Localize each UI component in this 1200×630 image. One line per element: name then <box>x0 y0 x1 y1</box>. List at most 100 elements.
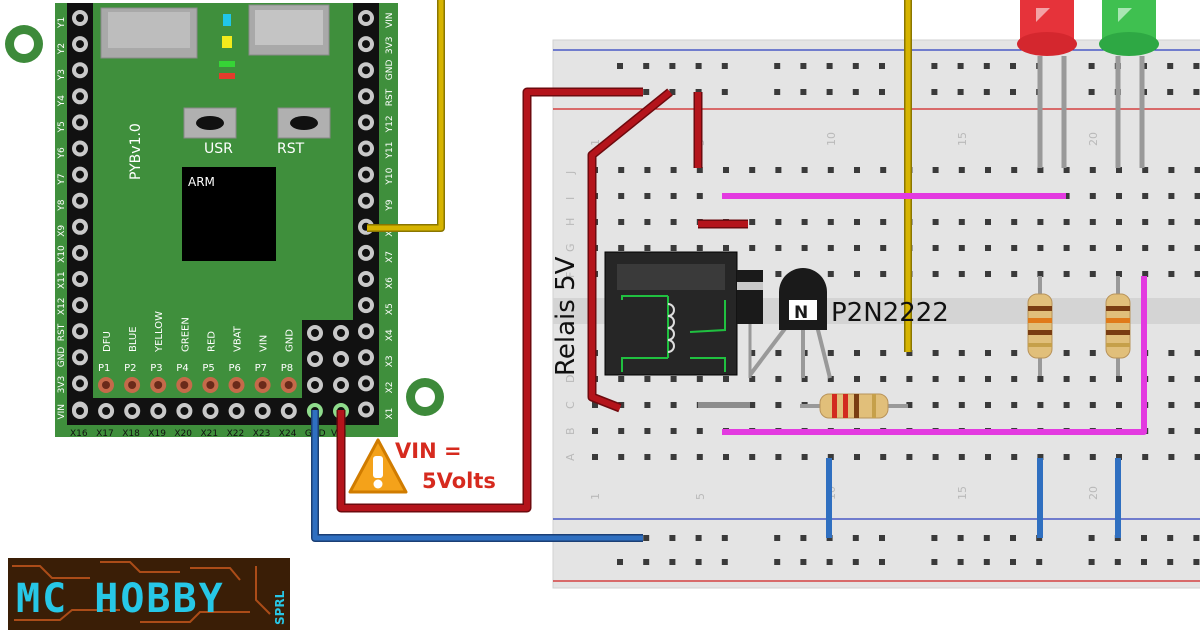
rail-hole <box>826 89 833 95</box>
rail-hole <box>931 63 938 69</box>
board-pin-hole <box>76 222 84 231</box>
rail-hole <box>1010 89 1016 95</box>
terminal-hole <box>618 167 625 173</box>
pin-label-right: X3 <box>385 355 395 367</box>
terminal-hole <box>749 219 756 225</box>
terminal-hole <box>775 350 782 356</box>
terminal-hole <box>696 245 703 251</box>
board-pin-hole <box>311 381 319 389</box>
board-pin-hole <box>206 407 215 415</box>
terminal-hole <box>1194 245 1200 251</box>
rail-hole <box>826 559 833 565</box>
rst-button <box>277 107 331 139</box>
terminal-hole <box>958 454 965 460</box>
terminal-hole <box>644 428 651 434</box>
rail-hole <box>721 535 728 541</box>
terminal-hole <box>1037 219 1044 225</box>
terminal-hole <box>1089 271 1096 277</box>
pin-label-left: 3V3 <box>57 376 67 394</box>
pin-label-left: X10 <box>57 245 67 263</box>
terminal-hole <box>670 376 677 382</box>
column-number-bottom: 20 <box>1087 486 1100 500</box>
terminal-hole <box>1194 454 1200 460</box>
p-header-pad-hole <box>206 381 215 389</box>
board-pin-hole <box>76 379 84 388</box>
rail-hole <box>931 89 938 95</box>
pin-label-left: Y4 <box>57 95 67 107</box>
terminal-hole <box>749 376 756 382</box>
pin-label-bottom: X23 <box>253 429 271 439</box>
rail-hole <box>879 63 885 69</box>
rail-hole <box>669 89 676 95</box>
board-pin-hole <box>76 196 84 205</box>
board-pin-hole <box>76 14 84 22</box>
terminal-hole <box>1168 402 1175 408</box>
rail-hole <box>852 63 859 69</box>
terminal-hole <box>775 376 782 382</box>
terminal-hole <box>1116 376 1122 382</box>
pin-label-right: X6 <box>385 277 395 289</box>
terminal-hole <box>749 454 756 460</box>
terminal-hole <box>985 376 991 382</box>
rail-hole <box>983 535 990 541</box>
pin-label-left: Y3 <box>57 69 67 81</box>
column-number-top: 15 <box>956 132 969 146</box>
row-letter: D <box>564 375 577 383</box>
terminal-hole <box>1142 219 1149 225</box>
terminal-hole <box>670 245 677 251</box>
terminal-hole <box>827 167 834 173</box>
terminal-hole <box>723 167 729 173</box>
rail-hole <box>669 559 676 565</box>
column-number-bottom: 15 <box>956 486 969 500</box>
terminal-hole <box>854 350 860 356</box>
rail-hole <box>983 63 990 69</box>
board-pin-hole <box>362 405 370 414</box>
p-header-label: P2 <box>124 363 136 374</box>
pin-label-right: Y11 <box>385 142 395 160</box>
rail-hole <box>669 63 676 69</box>
pin-label-right: GND <box>385 59 395 80</box>
terminal-hole <box>880 219 887 225</box>
terminal-hole <box>854 271 860 277</box>
board-pin-hole <box>362 92 370 101</box>
terminal-hole <box>775 167 782 173</box>
terminal-hole <box>1168 219 1175 225</box>
terminal-hole <box>801 454 808 460</box>
transistor-icon: N <box>748 268 832 379</box>
row-letter: I <box>564 197 577 200</box>
rail-hole <box>669 535 676 541</box>
rail-hole <box>1167 63 1174 69</box>
terminal-hole <box>670 402 677 408</box>
chip-label: ARM <box>188 175 215 189</box>
p-header-function: YELLOW <box>154 311 165 353</box>
rail-hole <box>983 559 990 565</box>
terminal-hole <box>749 245 756 251</box>
terminal-hole <box>985 402 991 408</box>
rail-hole <box>800 63 807 69</box>
board-pin-hole <box>76 353 84 362</box>
board-pin-hole <box>362 14 370 22</box>
terminal-hole <box>906 402 913 408</box>
p-header-label: P4 <box>176 363 188 374</box>
rail-hole <box>800 559 807 565</box>
terminal-hole <box>670 428 677 434</box>
terminal-hole <box>827 219 834 225</box>
terminal-hole <box>985 350 991 356</box>
rail-hole <box>957 535 964 541</box>
board-pin-hole <box>284 407 293 415</box>
terminal-hole <box>906 350 913 356</box>
board-pin-hole <box>76 327 84 336</box>
column-number-top: 1 <box>589 139 602 146</box>
rail-hole <box>774 535 781 541</box>
p-header-pad-hole <box>258 381 267 389</box>
terminal-hole <box>801 376 808 382</box>
terminal-hole <box>749 402 756 408</box>
board-pin-hole <box>362 144 370 153</box>
p-header-pad-hole <box>180 381 189 389</box>
terminal-hole <box>696 428 703 434</box>
rail-hole <box>695 63 702 69</box>
row-letter: J <box>564 171 577 175</box>
pin-label-bottom: X22 <box>227 429 245 439</box>
rail-hole <box>1088 63 1095 69</box>
